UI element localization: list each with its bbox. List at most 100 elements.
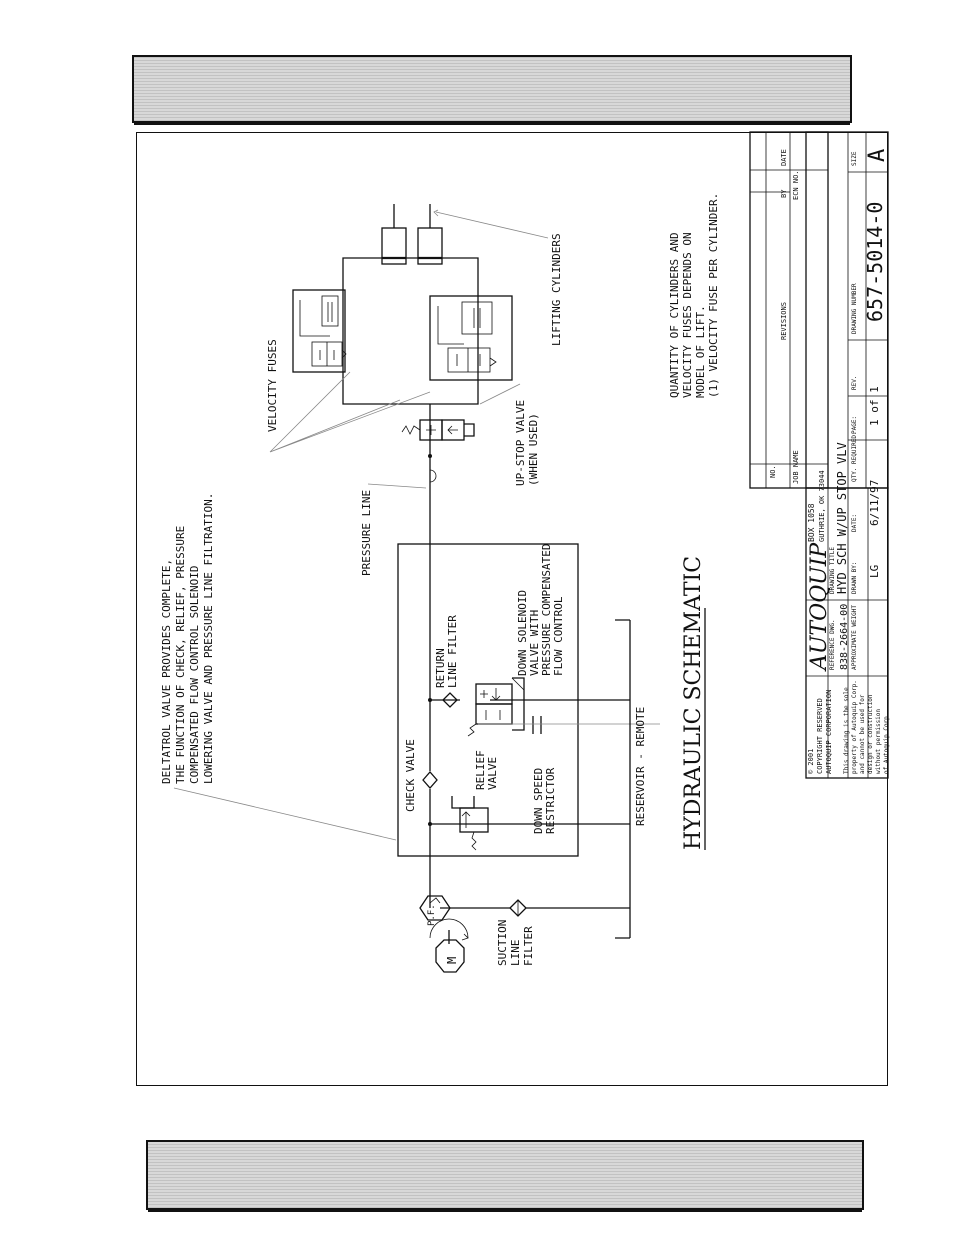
- header-band: [132, 55, 852, 125]
- reservoir-bracket: [615, 619, 630, 939]
- svg-text:HYDRAULIC SCHEMATIC: HYDRAULIC SCHEMATIC: [681, 556, 706, 850]
- reservoir-label: RESERVOIR - REMOTE: [634, 707, 647, 826]
- pressure-line-leader: [367, 483, 427, 489]
- svg-text:JOB NAME: JOB NAME: [792, 450, 800, 484]
- company-logo: AUTOQUIP: [807, 542, 832, 672]
- svg-text:MODEL OF LIFT.: MODEL OF LIFT.: [694, 305, 707, 398]
- svg-text:design or construction: design or construction: [867, 694, 874, 774]
- svg-text:AUTOQUIP CORPORATION: AUTOQUIP CORPORATION: [825, 690, 833, 774]
- svg-text:DOWN SPEED: DOWN SPEED: [532, 768, 545, 834]
- cylinders-leader: [433, 209, 549, 239]
- svg-text:VALVE WITH: VALVE WITH: [528, 610, 541, 676]
- velocity-fuse-2: [429, 295, 513, 381]
- svg-text:without permission: without permission: [875, 709, 882, 774]
- restrictor-icon: [478, 716, 660, 734]
- svg-text:SUCTION: SUCTION: [496, 920, 509, 966]
- svg-text:RETURN: RETURN: [434, 648, 447, 688]
- motor-label: M: [445, 957, 459, 964]
- svg-text:LINE FILTER: LINE FILTER: [446, 615, 459, 688]
- svg-text:COPYRIGHT RESERVED: COPYRIGHT RESERVED: [816, 698, 824, 774]
- svg-text:ECN NO.: ECN NO.: [792, 170, 800, 200]
- svg-text:(1) VELOCITY FUSE PER CYLINDER: (1) VELOCITY FUSE PER CYLINDER.: [707, 193, 720, 398]
- relief-valve-icon: [451, 796, 489, 851]
- cylinder-feed-loop: [342, 257, 479, 420]
- svg-text:LINE: LINE: [509, 940, 522, 967]
- pump-label: P.F.: [427, 904, 437, 926]
- deltatrol-leader: [173, 787, 397, 841]
- svg-text:FLOW CONTROL: FLOW CONTROL: [552, 596, 565, 676]
- footer-band: [146, 1140, 864, 1212]
- svg-text:© 2001: © 2001: [807, 749, 815, 774]
- svg-text:REVISIONS: REVISIONS: [780, 302, 788, 340]
- up-stop-valve-label: UP-STOP VALVE (WHEN USED): [514, 400, 540, 486]
- svg-text:DATE: DATE: [780, 149, 788, 166]
- svg-text:DOWN SOLENOID: DOWN SOLENOID: [516, 590, 529, 676]
- filter-icon: [509, 899, 527, 917]
- svg-text:REFERENCE DWG.: REFERENCE DWG.: [829, 619, 836, 670]
- check-valve-label: CHECK VALVE: [404, 739, 417, 812]
- svg-text:VALVE: VALVE: [486, 757, 499, 790]
- solenoid-valve-icon: [467, 677, 525, 737]
- svg-text:RESTRICTOR: RESTRICTOR: [544, 767, 557, 834]
- suction-filter-label: SUCTION LINE FILTER: [496, 920, 535, 966]
- relief-valve-label: RELIEF VALVE: [474, 750, 499, 790]
- svg-text:This drawing is the sole: This drawing is the sole: [843, 687, 850, 774]
- svg-text:VELOCITY FUSES DEPENDS ON: VELOCITY FUSES DEPENDS ON: [681, 232, 694, 398]
- lifting-cylinders-label: LIFTING CYLINDERS: [550, 233, 563, 346]
- svg-text:and cannot be used for: and cannot be used for: [859, 694, 866, 774]
- upstop-leader: [479, 383, 521, 405]
- line-cross-hop: [429, 469, 437, 483]
- svg-text:GUTHRIE, OK 73044: GUTHRIE, OK 73044: [818, 470, 826, 542]
- svg-text:SIZE: SIZE: [851, 151, 858, 166]
- svg-text:6/11/97: 6/11/97: [868, 480, 881, 526]
- svg-text:DRAWING TITLE: DRAWING TITLE: [829, 547, 836, 594]
- svg-text:UP-STOP VALVE: UP-STOP VALVE: [514, 400, 527, 486]
- svg-text:NO.: NO.: [769, 465, 777, 478]
- svg-text:1 of 1: 1 of 1: [868, 386, 881, 426]
- motor-icon: [429, 918, 469, 973]
- svg-text:838-2664-00: 838-2664-00: [839, 604, 850, 670]
- return-filter-label: RETURN LINE FILTER: [434, 615, 459, 688]
- title-block: NO. REVISIONS BY DATE ECN NO. JOB NAME ©…: [749, 131, 890, 779]
- svg-text:APPROXIMATE WEIGHT: APPROXIMATE WEIGHT: [851, 605, 858, 670]
- svg-text:DRAWING NUMBER: DRAWING NUMBER: [851, 283, 858, 334]
- svg-text:RELIEF: RELIEF: [474, 750, 487, 790]
- svg-text:LOWERING VALVE AND PRESSURE LI: LOWERING VALVE AND PRESSURE LINE FILTRAT…: [202, 493, 215, 784]
- cylinder-icon: [417, 204, 443, 265]
- velocity-fuse-1: [292, 289, 347, 373]
- down-speed-label: DOWN SPEED RESTRICTOR: [532, 767, 557, 834]
- svg-text:property of Autoquip Corp.: property of Autoquip Corp.: [851, 680, 858, 774]
- svg-text:LG: LG: [868, 565, 881, 578]
- fuses-leader: [269, 371, 431, 453]
- quantity-note: QUANTITY OF CYLINDERS AND VELOCITY FUSES…: [668, 193, 720, 398]
- svg-text:BOX 1058: BOX 1058: [807, 503, 816, 542]
- deltatrol-note: DELTATROL VALVE PROVIDES COMPLETE, THE F…: [160, 493, 215, 784]
- pressure-line-label: PRESSURE LINE: [360, 490, 373, 576]
- svg-text:DRAWN BY:: DRAWN BY:: [851, 561, 858, 594]
- svg-text:(WHEN USED): (WHEN USED): [527, 413, 540, 486]
- svg-text:HYD SCH W/UP STOP VLV: HYD SCH W/UP STOP VLV: [835, 442, 849, 594]
- cylinder-icon: [381, 204, 407, 265]
- drawing-number: 657-5014-0: [863, 202, 887, 322]
- schematic-title: HYDRAULIC SCHEMATIC: [681, 556, 706, 850]
- svg-text:THE FUNCTION OF CHECK, RELIEF,: THE FUNCTION OF CHECK, RELIEF, PRESSURE: [174, 526, 187, 784]
- svg-text:DATE:: DATE:: [851, 514, 858, 532]
- svg-text:DELTATROL VALVE PROVIDES COMPL: DELTATROL VALVE PROVIDES COMPLETE,: [160, 559, 173, 784]
- svg-text:PRESSURE COMPENSATED: PRESSURE COMPENSATED: [540, 544, 553, 676]
- svg-text:REV.: REV.: [851, 376, 858, 390]
- down-solenoid-label: DOWN SOLENOID VALVE WITH PRESSURE COMPEN…: [516, 544, 565, 676]
- svg-text:of Autoquip Corp.: of Autoquip Corp.: [883, 713, 890, 774]
- svg-text:FILTER: FILTER: [522, 926, 535, 966]
- svg-text:PAGE:: PAGE:: [851, 416, 858, 434]
- check-valve-icon: [422, 771, 438, 789]
- svg-text:QUANTITY OF CYLINDERS AND: QUANTITY OF CYLINDERS AND: [668, 232, 681, 398]
- svg-text:A: A: [865, 149, 890, 162]
- up-stop-valve-icon: [401, 419, 475, 441]
- svg-text:QTY. REQUIRED:: QTY. REQUIRED:: [851, 431, 858, 482]
- svg-text:BY: BY: [780, 189, 788, 198]
- filter-icon: [442, 692, 458, 708]
- pump-icon: [419, 895, 451, 921]
- velocity-fuses-label: VELOCITY FUSES: [266, 339, 279, 432]
- svg-text:COMPENSATED FLOW CONTROL SOLEN: COMPENSATED FLOW CONTROL SOLENOID: [188, 565, 201, 784]
